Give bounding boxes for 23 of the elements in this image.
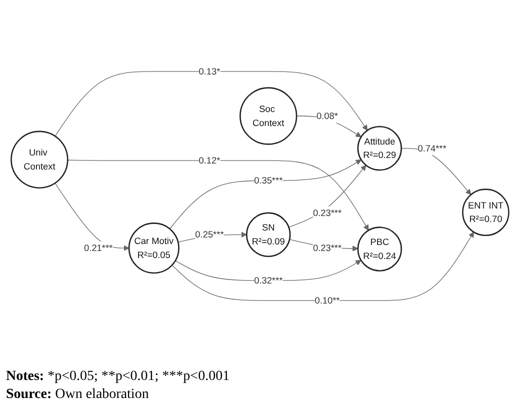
node-circle: PBC R²=0.24 bbox=[357, 226, 402, 272]
edge-label: 0.23*** bbox=[312, 242, 342, 253]
node-circle: Car Motiv R²=0.05 bbox=[128, 222, 180, 274]
arrow bbox=[288, 164, 366, 228]
node-circle: SN R²=0.09 bbox=[246, 212, 291, 257]
arrow bbox=[67, 160, 369, 231]
edge-label: 0.21*** bbox=[84, 242, 113, 253]
node-circle: ENT INT R²=0.70 bbox=[462, 188, 510, 236]
note-text: Source: Own elaboration bbox=[6, 386, 149, 403]
arrow bbox=[169, 159, 362, 230]
note-text: Notes: *p<0.05; **p<0.01; ***p<0.001 bbox=[6, 368, 230, 386]
node-circle: Attitude R²=0.29 bbox=[357, 126, 402, 171]
edge-label: 0.12* bbox=[198, 155, 220, 166]
edge-label: 0.74*** bbox=[418, 142, 446, 154]
edge-label: 0.10** bbox=[314, 295, 340, 306]
node-circle: Univ Context bbox=[10, 130, 68, 188]
edge-label: 0.32*** bbox=[254, 275, 283, 286]
edge-label: 0.35*** bbox=[254, 175, 283, 186]
edge-label: 0.08* bbox=[316, 110, 338, 121]
edge-label: 0.23*** bbox=[312, 208, 342, 218]
node-circle: Soc Context bbox=[240, 87, 298, 145]
edge-label: 0.13* bbox=[198, 66, 220, 76]
edge-label: 0.25*** bbox=[195, 229, 224, 240]
